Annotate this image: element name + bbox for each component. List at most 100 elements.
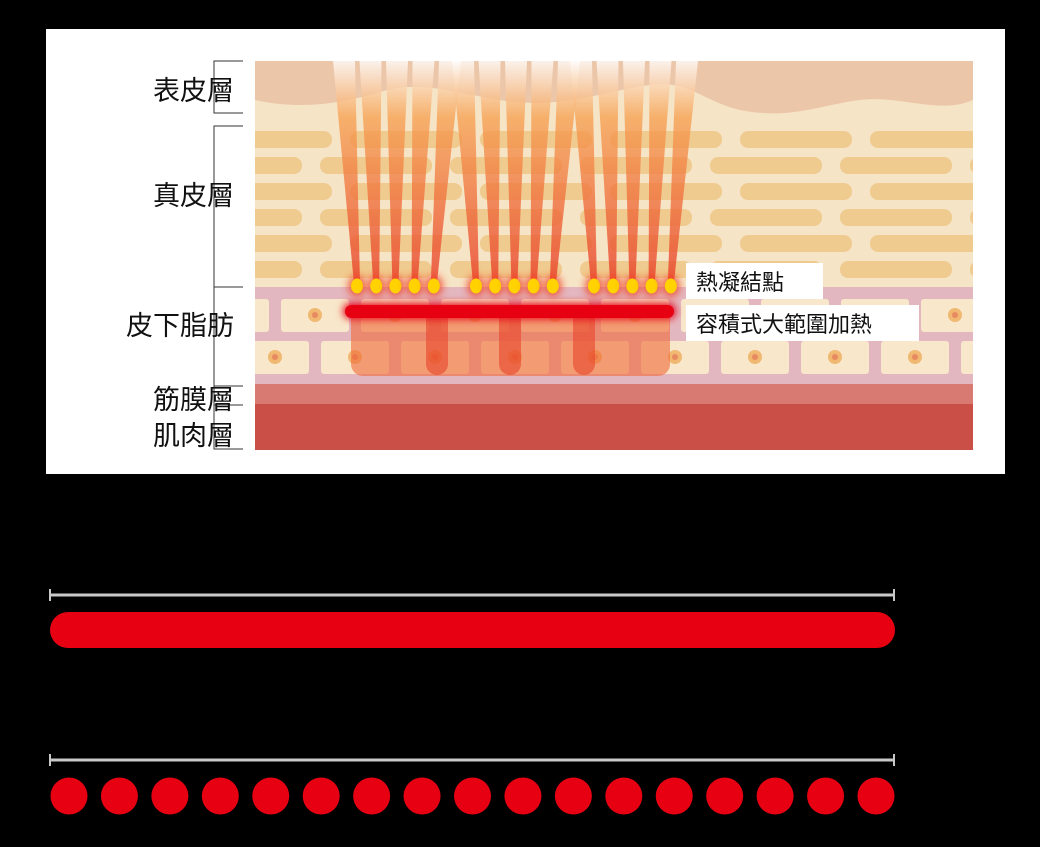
thermal-point — [626, 278, 639, 294]
energy-beam — [430, 61, 461, 284]
thermal-point — [351, 278, 363, 294]
discrete-heating-dot — [50, 777, 88, 815]
annotation-thermal-points: 熱凝結點 — [686, 263, 823, 299]
dermis-fiber — [870, 235, 973, 252]
heat-column — [573, 305, 595, 375]
energy-beam — [359, 61, 382, 284]
energy-beam — [478, 61, 501, 284]
discrete-heating-dot — [605, 777, 643, 815]
discrete-heating-dot — [353, 777, 391, 815]
energy-beam — [570, 61, 597, 284]
fat-cell-nucleus — [752, 354, 758, 360]
dermis-fiber — [840, 209, 952, 226]
dermis-fiber — [450, 261, 562, 278]
dermis-fiber — [350, 235, 462, 252]
energy-beam — [386, 61, 408, 284]
dermis-fiber — [710, 157, 822, 174]
heating-line — [345, 305, 674, 318]
energy-beam — [648, 61, 672, 284]
discrete-heating-dot — [201, 777, 239, 815]
discrete-heating-dot — [454, 777, 491, 815]
thermal-point — [389, 278, 402, 294]
annotation-volumetric-heating: 容積式大範圍加熱 — [686, 305, 919, 341]
thermal-point — [489, 278, 502, 294]
discrete-heating-dot — [706, 777, 744, 815]
discrete-heating-dot — [252, 777, 290, 815]
dermis-fiber — [970, 158, 973, 173]
label-epidermis: 表皮層 — [153, 76, 234, 107]
dermis-fiber — [870, 183, 973, 200]
muscle-layer — [255, 404, 973, 450]
energy-beam — [333, 61, 360, 284]
fascia-layer — [255, 384, 973, 405]
dermis-fiber — [610, 235, 722, 252]
fat-cell-nucleus — [1032, 312, 1038, 318]
dermis-fiber — [970, 262, 973, 277]
dermis-fiber — [255, 157, 302, 174]
dermis-fiber — [255, 261, 302, 278]
fat-cell — [1001, 299, 1040, 332]
energy-beam — [452, 61, 479, 284]
label-muscle: 肌肉層 — [153, 421, 234, 452]
discrete-heating-dot — [403, 777, 441, 815]
energy-beam — [505, 61, 527, 284]
discrete-heating-dot — [857, 777, 895, 815]
thermal-point — [427, 278, 440, 294]
energy-beam — [623, 61, 645, 284]
fat-cell-nucleus — [988, 350, 1002, 364]
fat-cell — [255, 341, 309, 374]
fat-cell-nucleus — [992, 354, 998, 360]
energy-beam — [411, 61, 435, 284]
dermis-fiber — [710, 209, 822, 226]
layer-bracket — [213, 60, 243, 114]
heat-column — [499, 305, 521, 375]
fat-cell — [255, 299, 269, 332]
discrete-heating-dot — [302, 777, 340, 815]
thermal-point — [370, 278, 383, 294]
thermal-point — [408, 278, 421, 294]
fat-cell-nucleus — [912, 354, 918, 360]
dermis-fiber — [740, 235, 852, 252]
dermis-fiber — [970, 210, 973, 225]
discrete-heating-dot — [504, 777, 542, 815]
thermal-point — [546, 278, 559, 294]
dermis-fiber — [255, 183, 332, 200]
energy-beam — [530, 61, 554, 284]
label-dermis: 真皮層 — [153, 181, 234, 212]
layer-brackets — [213, 60, 243, 450]
fat-cell — [921, 299, 973, 332]
continuous-heating-bar — [50, 612, 895, 648]
thermal-point — [664, 278, 677, 294]
discrete-heating-dot — [151, 777, 189, 815]
label-subcutaneous-fat: 皮下脂肪 — [126, 311, 234, 342]
heat-column — [426, 305, 448, 375]
fat-cell-nucleus — [312, 312, 318, 318]
discrete-heating-dot — [655, 777, 693, 815]
fat-cell-nucleus — [952, 312, 958, 318]
dermis-fiber — [740, 131, 852, 148]
energy-beam — [667, 61, 698, 284]
layer-bracket — [213, 404, 243, 450]
dermis-fiber — [740, 183, 852, 200]
fat-cell-nucleus — [1028, 308, 1040, 322]
dermis-fiber — [870, 131, 973, 148]
energy-beam — [549, 61, 580, 284]
fat-cell-nucleus — [272, 354, 278, 360]
energy-beam — [596, 61, 619, 284]
dermis-fiber — [840, 157, 952, 174]
thermal-point — [588, 278, 600, 294]
thermal-point — [470, 278, 482, 294]
dermis-fiber — [255, 235, 332, 252]
label-fascia: 筋膜層 — [153, 385, 234, 416]
fat-cell-nucleus — [832, 354, 838, 360]
dermis-fiber — [255, 209, 302, 226]
discrete-heating-dot — [554, 777, 592, 815]
dermis-fiber — [840, 261, 952, 278]
thermal-point — [645, 278, 658, 294]
fat-cell — [961, 341, 973, 374]
thermal-point — [527, 278, 540, 294]
thermal-point — [508, 278, 521, 294]
fat-cell-nucleus — [672, 354, 678, 360]
discrete-heating-dot — [807, 777, 845, 815]
